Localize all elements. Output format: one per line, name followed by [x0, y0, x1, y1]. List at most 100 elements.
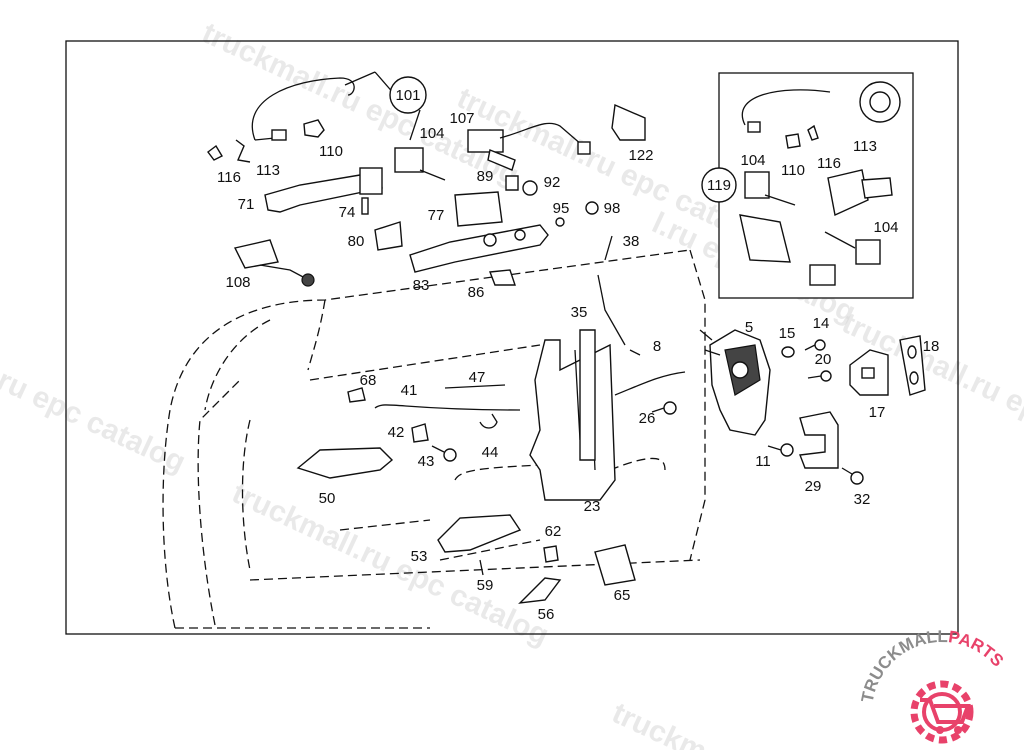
part-label-95: 95	[553, 200, 570, 217]
part-label-14: 14	[813, 315, 830, 332]
part-label-i113: 113	[853, 138, 877, 155]
callout-101-text: 101	[395, 87, 420, 104]
lock-switch-107	[467, 122, 591, 171]
part-label-32: 32	[854, 491, 871, 508]
part-label-23: 23	[584, 498, 601, 515]
part-116	[207, 144, 223, 161]
clip-44	[479, 413, 498, 429]
part-label-18: 18	[923, 338, 940, 355]
release-cable	[374, 404, 521, 411]
part-label-98: 98	[604, 200, 621, 217]
part-label-47: 47	[469, 369, 486, 386]
part-label-86: 86	[468, 284, 485, 301]
screws	[431, 339, 864, 485]
part-label-42: 42	[388, 424, 405, 441]
logo-text-dark: TRUCKMALL	[858, 627, 948, 704]
cover-65	[594, 544, 636, 586]
part-label-26: 26	[639, 410, 656, 427]
callout-119-text: 119	[707, 177, 731, 194]
part-label-80: 80	[348, 233, 365, 250]
striker-plate	[899, 335, 926, 396]
pin-74	[361, 197, 369, 215]
part-label-68: 68	[360, 372, 377, 389]
inset-parts	[739, 81, 901, 286]
lock-button-rod	[604, 235, 613, 261]
part-label-20: 20	[815, 351, 832, 368]
part-label-83: 83	[413, 277, 430, 294]
lock-cable	[614, 371, 686, 396]
door-outline	[162, 249, 706, 629]
truckmall-parts-logo: TRUCKMALLPARTS	[858, 627, 1008, 744]
part-113	[235, 139, 251, 163]
part-80	[374, 221, 403, 251]
part-label-59: 59	[477, 577, 494, 594]
handle-carrier-83	[409, 224, 549, 273]
part-label-11: 11	[755, 453, 771, 470]
logo-text: TRUCKMALLPARTS	[858, 627, 1008, 704]
part-label-50: 50	[319, 490, 336, 507]
callout-119: 119	[701, 167, 737, 203]
part-label-56: 56	[538, 606, 555, 623]
watermark-left: l.ru epc catalog	[0, 356, 190, 479]
lock-cable-loop	[251, 77, 355, 141]
part-label-43: 43	[418, 453, 435, 470]
watermark-middle: truckmall.ru epc catalog	[227, 476, 554, 652]
part-label-i110: 110	[781, 162, 805, 179]
part-label-i104b: 104	[873, 219, 898, 236]
part-98	[585, 201, 599, 215]
lock-cylinder	[394, 147, 446, 181]
part-label-77: 77	[428, 207, 445, 224]
part-label-53: 53	[411, 548, 428, 565]
part-label-29: 29	[805, 478, 822, 495]
screw-59	[479, 559, 484, 576]
part-label-110: 110	[319, 143, 343, 160]
part-label-74: 74	[339, 204, 356, 221]
part-label-15: 15	[779, 325, 796, 342]
part-92	[522, 180, 538, 196]
part-label-122: 122	[628, 147, 653, 164]
outside-handle	[264, 167, 383, 213]
door-pull-53	[437, 514, 522, 553]
part-108	[233, 239, 315, 287]
trim-56	[518, 577, 562, 604]
diagram-frame	[65, 40, 959, 635]
part-label-113: 113	[256, 162, 280, 179]
gear-icon	[910, 680, 974, 744]
part-label-41: 41	[401, 382, 418, 399]
striker	[849, 349, 889, 396]
part-label-i104a: 104	[740, 152, 765, 169]
rod-47	[444, 384, 506, 389]
part-89	[505, 175, 519, 191]
part-label-104: 104	[419, 125, 444, 142]
part-label-5: 5	[745, 319, 753, 336]
part-86	[489, 269, 516, 286]
part-42	[411, 423, 429, 443]
part-label-17: 17	[869, 404, 886, 421]
watermark-bottom: truckma	[607, 696, 727, 750]
part-110	[303, 119, 325, 138]
cable-connector	[271, 129, 287, 141]
part-label-8: 8	[653, 338, 661, 355]
door-lock-assembly	[699, 329, 771, 436]
window-regulator-bracket	[529, 329, 616, 501]
logo-text-accent: PARTS	[947, 627, 1007, 670]
clip-62	[543, 545, 559, 563]
inside-handle-50	[296, 447, 394, 479]
part-label-38: 38	[623, 233, 640, 250]
part-label-35: 35	[571, 304, 588, 321]
part-label-62: 62	[545, 523, 562, 540]
part-label-108: 108	[225, 274, 250, 291]
part-label-92: 92	[544, 174, 561, 191]
handle-cover-77	[454, 191, 503, 227]
cover-122	[611, 103, 646, 141]
part-68	[347, 387, 366, 403]
part-label-116: 116	[217, 169, 241, 186]
part-label-107: 107	[449, 110, 474, 127]
door-check-bracket	[799, 411, 839, 469]
part-label-71: 71	[238, 196, 255, 213]
part-label-i116: 116	[817, 155, 841, 172]
door-lock-rod	[597, 274, 626, 346]
part-label-65: 65	[614, 587, 631, 604]
part-label-44: 44	[482, 444, 499, 461]
